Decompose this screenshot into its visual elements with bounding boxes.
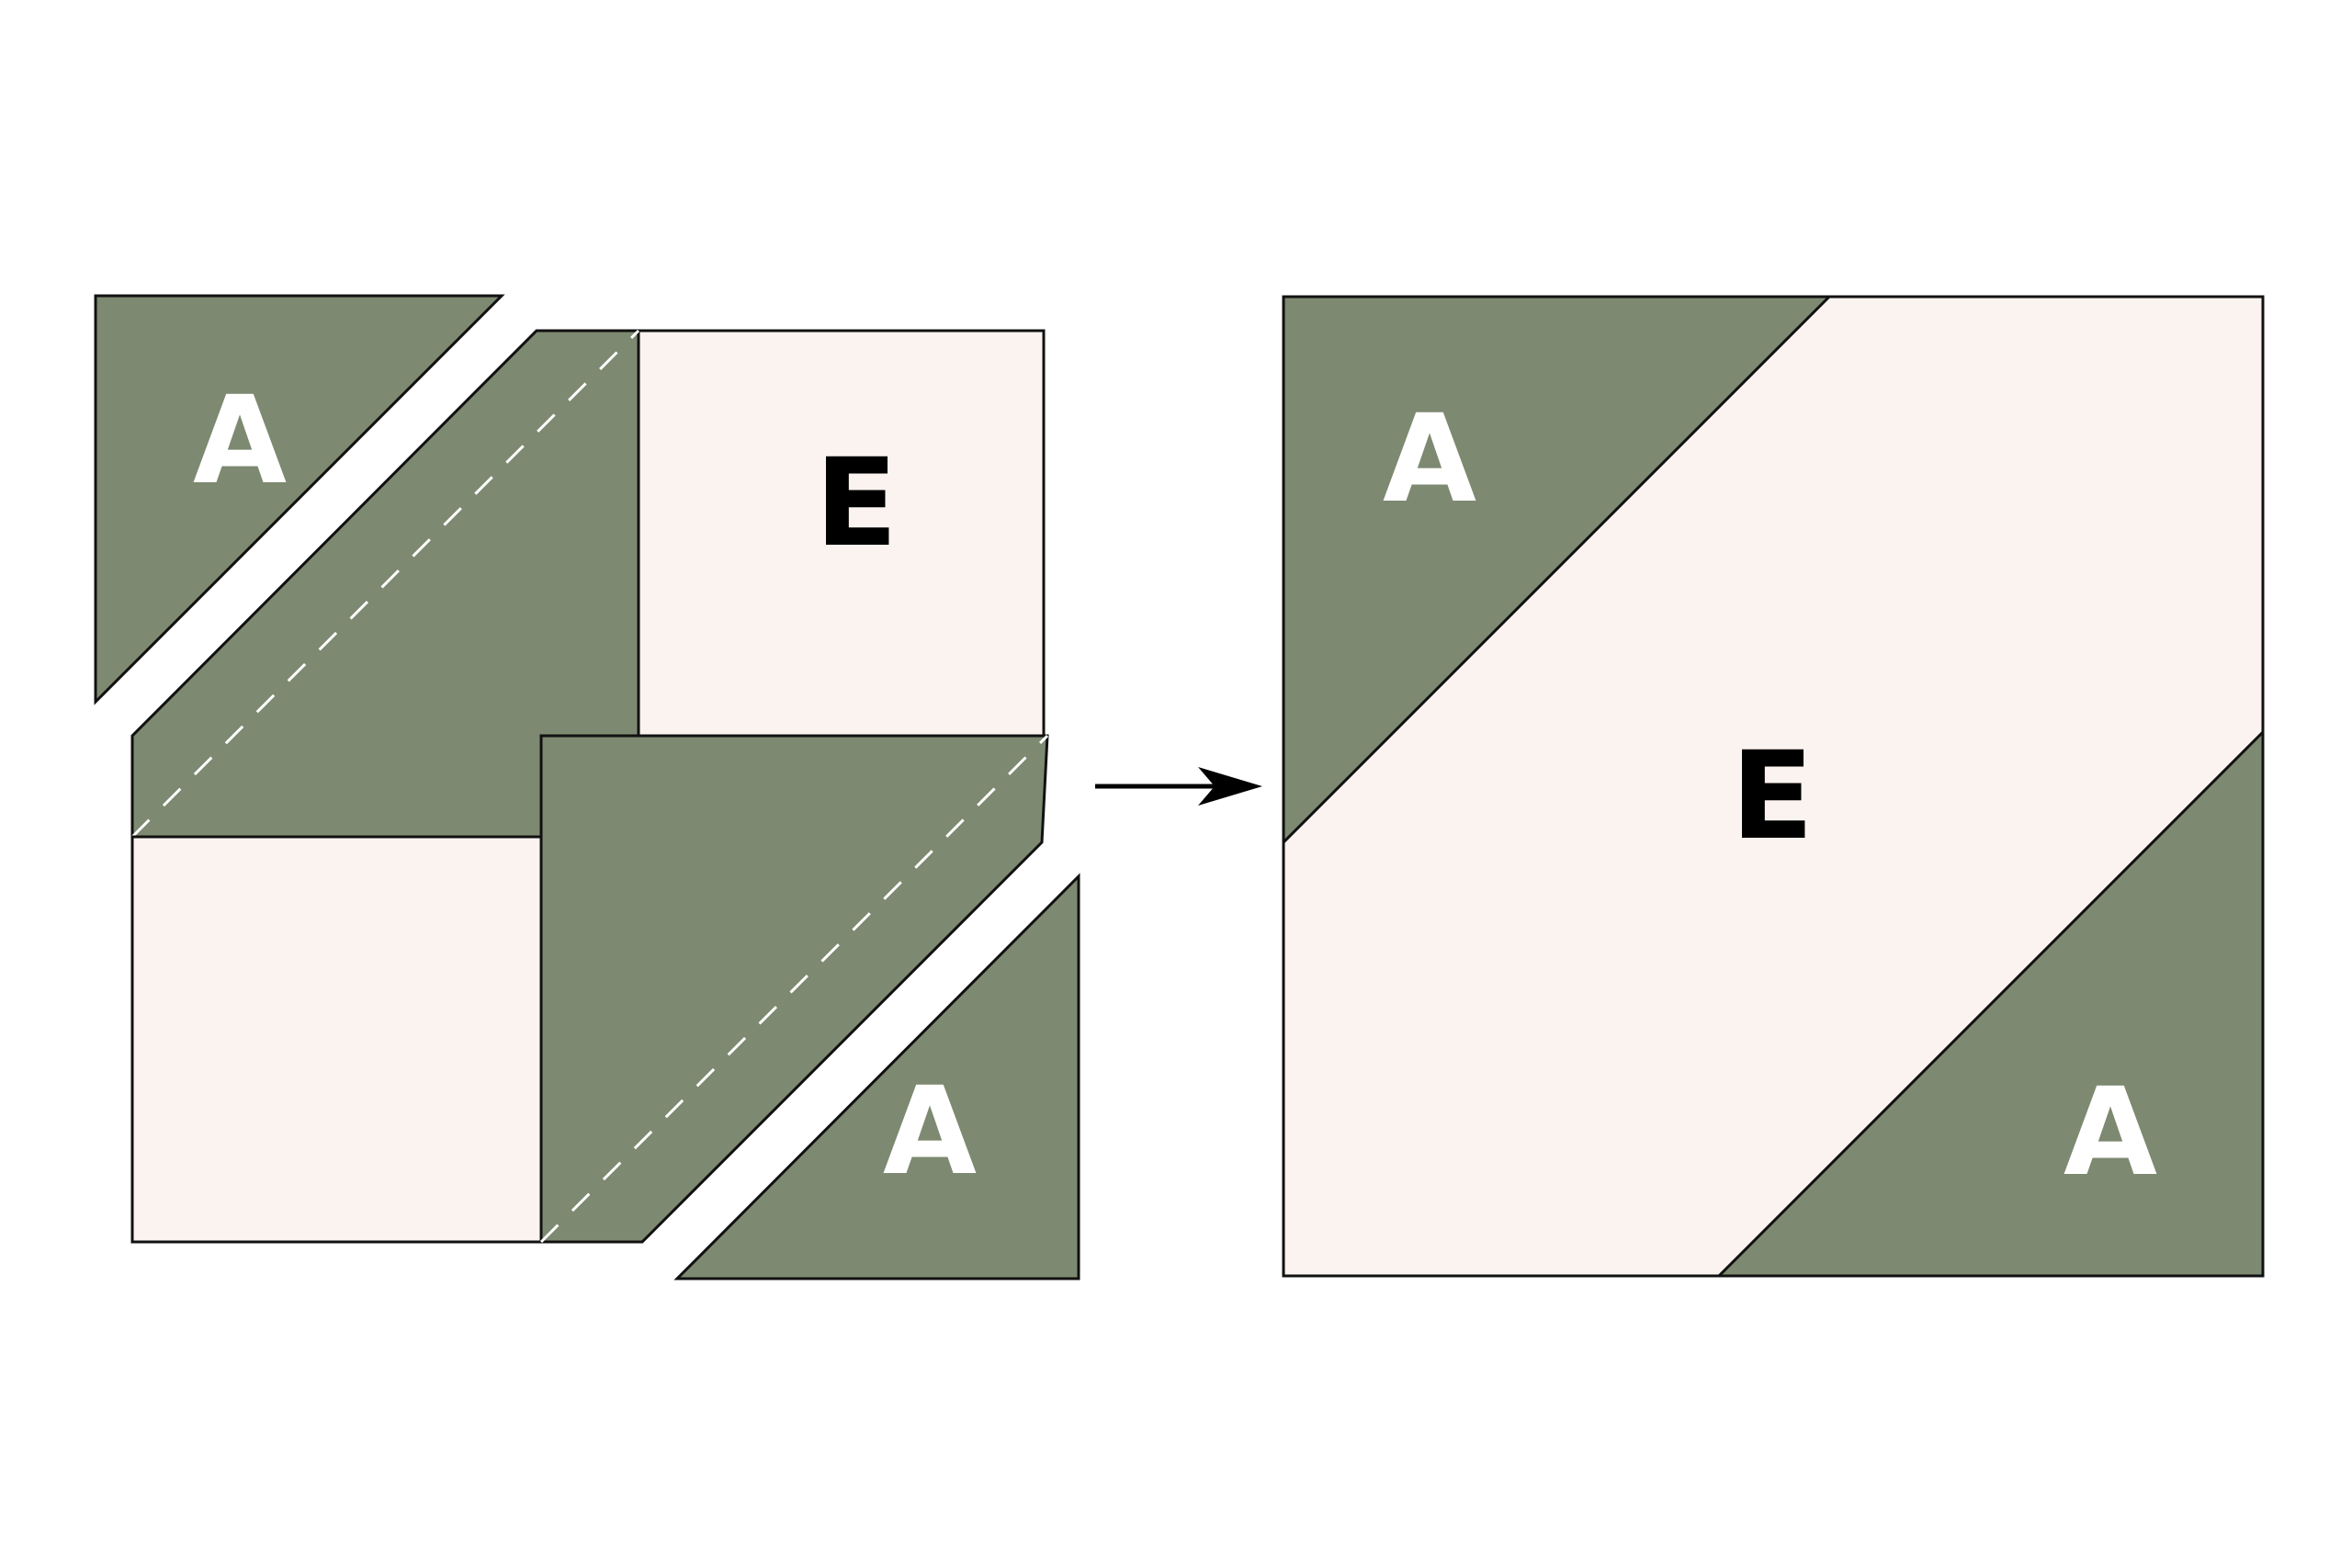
seam-line-bottom-right: [539, 734, 1049, 1244]
seam-line-top-left: [130, 329, 640, 839]
piece-label-top-left: A: [193, 370, 287, 512]
assembled-label-top-left: A: [1383, 389, 1476, 530]
piece-label-e: E: [815, 433, 898, 574]
assembled-label-center: E: [1731, 726, 1814, 867]
square-piece-e: [637, 329, 1046, 738]
assembled-label-bottom-right: A: [2064, 1062, 2157, 1203]
square-piece-bottom-left: [130, 835, 543, 1244]
piece-label-bottom-right: A: [883, 1061, 977, 1202]
triangle-piece-bottom-right: [673, 873, 1080, 1280]
triangle-piece-top-left: [94, 294, 505, 705]
right-arrow-icon: [1095, 767, 1262, 806]
unassembled-block: A E A: [94, 294, 1080, 1280]
assembled-block: A E A: [1282, 295, 2265, 1278]
